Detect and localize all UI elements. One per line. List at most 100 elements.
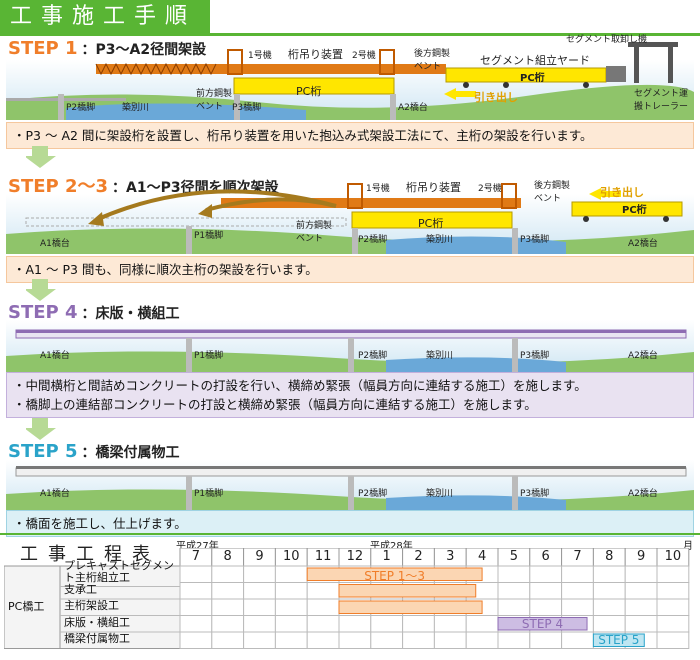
step4-heading: STEP 4：床版・横組工 — [8, 302, 180, 323]
pc-girder — [233, 77, 395, 95]
s5-p2: P2橋脚 — [358, 489, 388, 499]
month-header: 7 — [573, 549, 582, 564]
s1-machine2: 2号機 — [352, 51, 376, 61]
s4-a1: A1橋台 — [40, 351, 70, 361]
s5-p1: P1橋脚 — [194, 489, 224, 499]
month-header: 12 — [346, 549, 364, 564]
s5-a1: A1橋台 — [40, 489, 70, 499]
gantt-row-label: 橋梁付属物工 — [64, 632, 130, 645]
month-header: 9 — [636, 549, 646, 564]
month-header: 3 — [446, 549, 455, 564]
gantt-bar — [338, 600, 483, 614]
step4-description: ・中間横桁と間詰めコンクリートの打設を行い、横締め緊張（幅員方向に連結する施工）… — [6, 372, 694, 418]
month-header: 10 — [283, 549, 300, 564]
title-underline — [0, 33, 700, 36]
step1-title: ：P3～A2径間架設 — [81, 42, 207, 58]
s1-yard: セグメント組立ヤード — [480, 54, 590, 67]
gantt-bar — [338, 584, 477, 598]
era2-label: 平成28年 — [370, 541, 413, 552]
s2-machine1: 1号機 — [366, 184, 390, 194]
s2-river: 築別川 — [426, 235, 454, 245]
erection-truss — [96, 64, 446, 74]
s1-p3: P3橋脚 — [232, 103, 262, 113]
s1-front-bent: 前方鋼製ベント — [196, 89, 233, 112]
s2-pc2: PC桁 — [622, 205, 647, 216]
gantt-bar-label: STEP 4 — [521, 616, 564, 631]
down-arrow-icon — [26, 418, 56, 440]
s4-p1: P1橋脚 — [194, 351, 224, 361]
step4-desc-line1: ・中間横桁と間詰めコンクリートの打設を行い、横締め緊張（幅員方向に連結する施工）… — [13, 378, 587, 393]
step5-number: STEP 5 — [8, 441, 78, 462]
down-arrow-icon — [26, 279, 56, 301]
gantt-group-label: PC橋工 — [8, 600, 45, 613]
s1-p2: P2橋脚 — [66, 103, 96, 113]
s4-a2: A2橋台 — [628, 351, 658, 361]
s2-pull: 引き出し — [600, 186, 644, 199]
s2-lift: 桁吊り装置 — [406, 181, 461, 194]
s1-lift: 桁吊り装置 — [288, 48, 343, 61]
s1-trailer: セグメント運搬トレーラー — [634, 89, 689, 112]
s2-p1: P1橋脚 — [194, 231, 224, 241]
month-header: 11 — [314, 549, 332, 564]
step5-title: ：橋梁付属物工 — [81, 445, 180, 461]
step2-number: STEP 2～3 — [8, 176, 109, 197]
gantt-bar — [592, 633, 645, 647]
gantt-bar — [306, 567, 483, 581]
month-header: 10 — [664, 549, 682, 564]
step2-illustration — [6, 183, 694, 254]
s4-river: 築別川 — [426, 351, 454, 361]
s2-a2: A2橋台 — [628, 239, 658, 249]
month-header: 5 — [509, 549, 519, 564]
gantt-row-label: プレキャストセグメント主桁組立工 — [64, 559, 174, 584]
s1-pull: 引き出し — [474, 91, 518, 104]
month-header: 6 — [541, 549, 550, 564]
step4-number: STEP 4 — [8, 302, 78, 323]
step1-description: ・P3 ～ A2 間に架設桁を設置し、桁吊り装置を用いた抱込み式架設工法にて、主… — [6, 122, 694, 149]
step4-title: ：床版・横組工 — [81, 306, 180, 322]
page-title: 工事施工手順 — [0, 0, 210, 34]
step5-heading: STEP 5：橋梁付属物工 — [8, 441, 180, 462]
gantt-row-label: 主桁架設工 — [64, 599, 119, 612]
s1-river: 築別川 — [122, 103, 150, 113]
month-header: 8 — [223, 549, 232, 564]
s2-p3: P3橋脚 — [520, 235, 550, 245]
s5-a2: A2橋台 — [628, 489, 658, 499]
step4-illustration — [6, 320, 694, 372]
schedule-title: 工事工程表 — [20, 544, 160, 565]
schedule-divider — [0, 533, 700, 535]
step5-illustration — [6, 460, 694, 510]
gantt-row-label: 床版・横組工 — [64, 615, 130, 629]
month-header: 4 — [477, 549, 487, 564]
era1-label: 平成27年 — [176, 541, 219, 552]
s2-front-bent: 前方鋼製ベント — [296, 221, 333, 244]
step1-heading: STEP 1：P3～A2径間架設 — [8, 38, 206, 59]
step5-description: ・橋面を施工し、仕上げます。 — [6, 510, 694, 537]
month-header: 2 — [414, 549, 423, 564]
s2-pc: PC桁 — [418, 217, 444, 230]
down-arrow-icon — [26, 146, 56, 168]
month-header: 1 — [382, 549, 391, 564]
month-unit: 月 — [683, 541, 693, 552]
s1-unloader: セグメント取卸し機 — [566, 35, 648, 45]
gantt-grid — [4, 548, 690, 649]
s1-machine1: 1号機 — [248, 51, 272, 61]
gantt-bar-label: STEP 5 — [598, 633, 640, 647]
step2-description: ・A1 ～ P3 間も、同様に順次主桁の架設を行います。 — [6, 256, 694, 283]
gantt-bar-label: STEP 1～3 — [364, 569, 426, 583]
s1-a2: A2橋台 — [398, 103, 428, 113]
s5-river: 築別川 — [426, 489, 454, 499]
s1-pc: PC桁 — [296, 85, 322, 98]
step1-illustration — [6, 42, 694, 120]
s4-p2: P2橋脚 — [358, 351, 388, 361]
month-header: 9 — [255, 549, 264, 564]
s1-rear-bent: 後方鋼製ベント — [414, 49, 451, 72]
gantt-row-label: 支承工 — [64, 582, 97, 596]
s4-p3: P3橋脚 — [520, 351, 550, 361]
s2-a1: A1橋台 — [40, 239, 70, 249]
step1-number: STEP 1 — [8, 38, 78, 59]
s5-p3: P3橋脚 — [520, 489, 550, 499]
step4-desc-line2: ・橋脚上の連結部コンクリートの打設と横締め緊張（幅員方向に連結する施工）を施しま… — [13, 397, 537, 412]
month-header: 8 — [605, 549, 614, 564]
s2-machine2: 2号機 — [478, 184, 502, 194]
